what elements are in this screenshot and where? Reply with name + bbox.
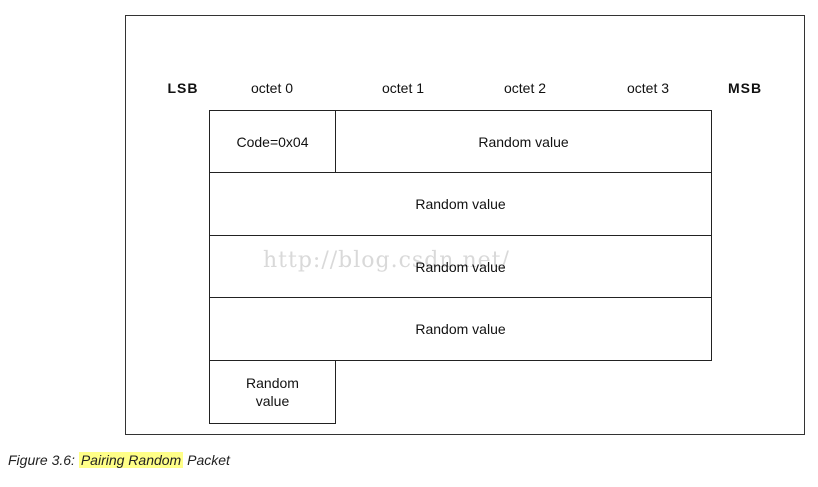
lsb-label: LSB <box>167 80 199 96</box>
random-value-cell-row2: Random value <box>209 172 712 236</box>
octet-1-label: octet 1 <box>381 80 425 96</box>
octet-3-label: octet 3 <box>626 80 670 96</box>
random-value-cell-row1: Random value <box>335 110 712 173</box>
msb-label: MSB <box>727 80 763 96</box>
random-value-row3-text: Random value <box>415 258 506 275</box>
octet-0-label: octet 0 <box>250 80 294 96</box>
random-value-row4-text: Random value <box>415 321 506 337</box>
figure-caption: Figure 3.6: Pairing Random Packet <box>8 452 230 468</box>
diagram-frame <box>125 15 805 435</box>
code-cell: Code=0x04 <box>209 110 336 173</box>
caption-suffix: Packet <box>187 452 230 468</box>
random-value-row1-text: Random value <box>478 133 569 150</box>
caption-prefix: Figure 3.6: <box>8 452 75 468</box>
random-value-row2-text: Random value <box>415 196 506 212</box>
code-cell-text: Code=0x04 <box>236 133 309 150</box>
random-value-row5-line2: value <box>255 393 290 409</box>
random-value-row5-line1: Random <box>246 375 299 391</box>
random-value-cell-row4: Random value <box>209 297 712 361</box>
octet-2-label: octet 2 <box>503 80 547 96</box>
watermark-text: http://blog.csdn.net/ <box>263 248 510 273</box>
random-value-cell-row5: Random value <box>209 360 336 424</box>
caption-highlight: Pairing Random <box>78 452 184 468</box>
random-value-cell-row3: Random value <box>209 235 712 298</box>
